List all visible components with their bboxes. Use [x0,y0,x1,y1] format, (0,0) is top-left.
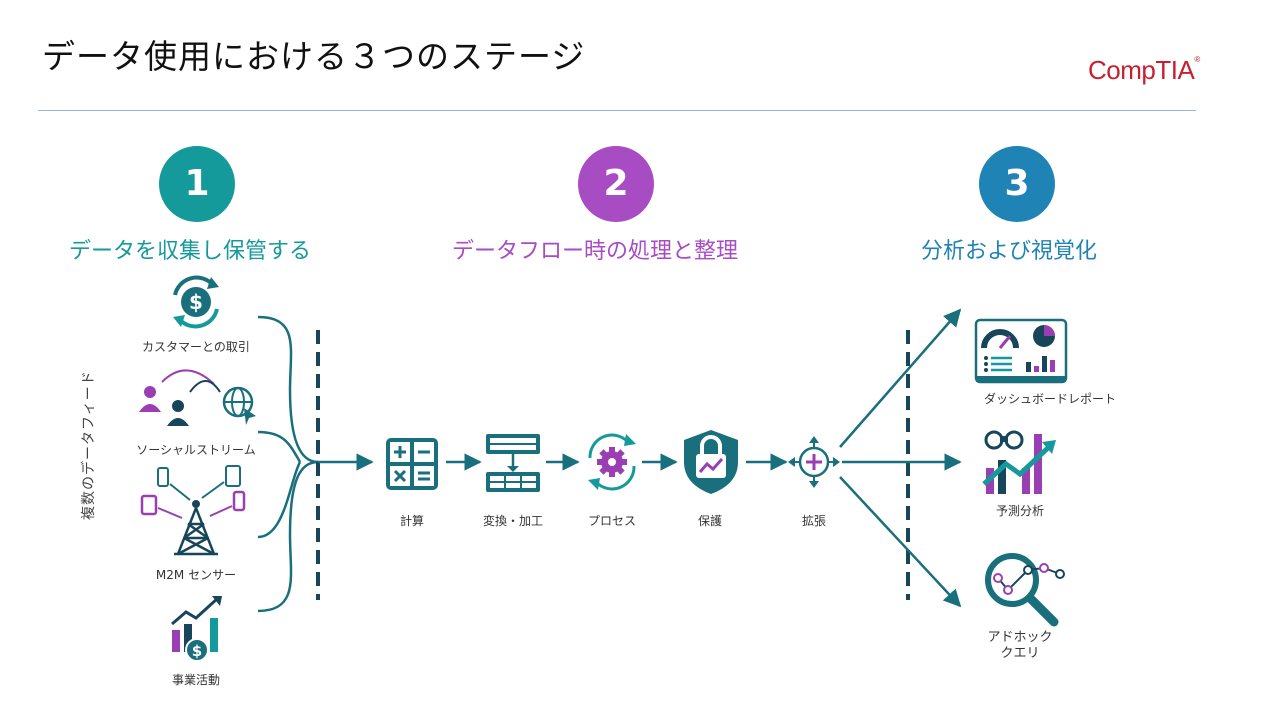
stage-2-title: データフロー時の処理と整理 [452,239,739,264]
calculator-icon [386,438,438,490]
gear-cycle-icon [588,433,636,491]
predictive-icon [982,430,1056,494]
svg-text:$: $ [189,290,203,314]
dashboard-icon [974,318,1068,384]
output-label-predictive: 予測分析 [995,504,1044,518]
output-label-dashboard: ダッシュボードレポート [983,392,1116,406]
process-label-expand: 拡張 [801,514,826,528]
output-label-adhoc: アドホック クエリ [987,630,1053,661]
svg-text:$: $ [192,642,202,660]
comptia-logo: CompTIA® [1088,55,1200,85]
stage-1-number: 1 [159,146,235,222]
source-label-social: ソーシャルストリーム [136,443,256,457]
source-label-business: 事業活動 [171,673,220,687]
tower-devices-icon [140,465,246,556]
stage-3-title: 分析および視覚化 [921,239,1098,264]
stage-1-title: データを収集し保管する [69,239,312,264]
query-magnifier-icon [985,553,1065,627]
page-title: データ使用における３つのステージ [42,37,586,76]
dollar-cycle-icon: $ [173,275,219,329]
stage-2-number: 2 [578,146,654,222]
business-chart-icon: $ [171,596,222,662]
shield-lock-icon [684,430,738,494]
social-globe-icon [139,369,256,426]
source-label-transactions: カスタマーとの取引 [142,340,250,354]
stage-3-number: 3 [979,146,1055,222]
transform-icon [486,434,540,492]
process-label-transform: 変換・加工 [482,514,543,528]
header-divider [38,110,1196,111]
process-label-calc: 計算 [399,514,424,528]
source-label-m2m: M2M センサー [155,568,237,582]
process-label-process: プロセス [587,514,636,528]
expand-icon [788,436,840,488]
process-label-protect: 保護 [697,514,722,528]
